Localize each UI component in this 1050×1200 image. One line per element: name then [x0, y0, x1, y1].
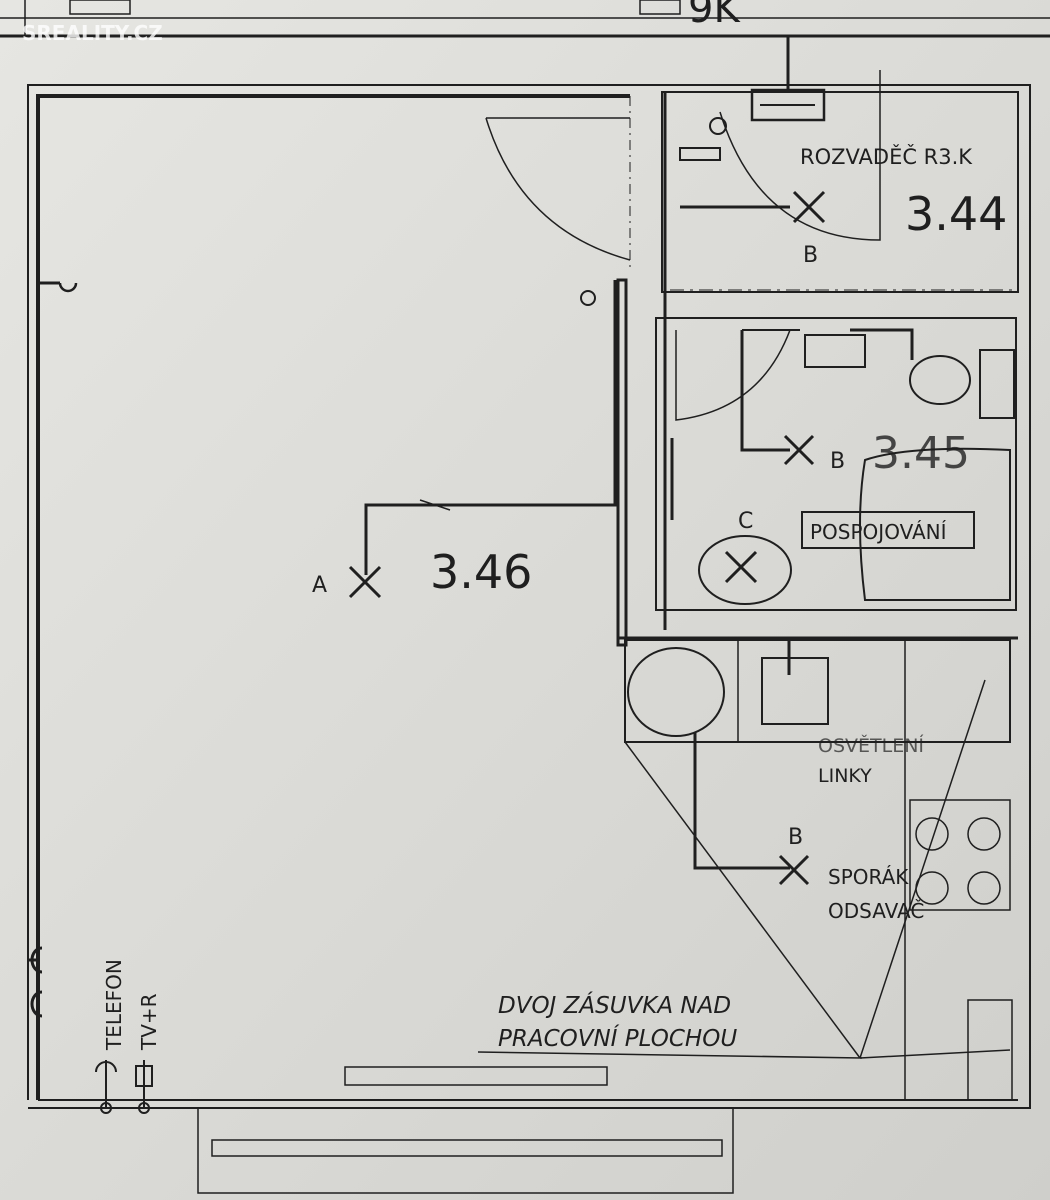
- room-3-45-number: 3.45: [872, 428, 970, 479]
- room-3-45: [616, 278, 1018, 647]
- room-3-44-number: 3.44: [905, 187, 1007, 241]
- tv-label: TV+R: [137, 993, 161, 1051]
- phone-label: TELEFON: [102, 959, 126, 1051]
- room-3-46-wiring: [38, 280, 617, 575]
- toilet: [909, 355, 971, 405]
- room-light-icon: [348, 565, 382, 599]
- bell-icon: [679, 147, 721, 161]
- cooktop: [909, 799, 1011, 911]
- kitchen-light-icon: [778, 854, 810, 886]
- room-3-44: [661, 36, 1019, 630]
- kitchen-lighting-label-1: OSVĚTLENÍ: [818, 734, 924, 757]
- tv-socket-icon: [135, 1060, 153, 1114]
- watermark: SREALITY.CZ: [22, 21, 163, 45]
- header-fragment: 9K: [688, 0, 741, 32]
- mirror-light-icon: [724, 550, 758, 584]
- bonding-label: POSPOJOVÁNÍ: [810, 520, 947, 544]
- bathroom-light-icon: [783, 434, 815, 466]
- kitchen-light-code: B: [788, 825, 803, 850]
- bonding-box: [801, 511, 975, 549]
- handwritten-note-leader: [477, 1051, 863, 1059]
- room-3-46-number: 3.46: [430, 545, 532, 599]
- hall-switch-icon: [580, 290, 596, 306]
- handwritten-note-line-1: DVOJ ZÁSUVKA NAD: [498, 991, 731, 1019]
- top-strip: [0, 0, 1050, 38]
- room-3-44-label: ROZVADĚČ R3.K: [800, 144, 973, 169]
- ceiling-light-icon: [792, 190, 826, 224]
- fridge-circle: [627, 647, 725, 737]
- entry-door-swing: [485, 117, 631, 261]
- shower-tray: [859, 447, 1011, 601]
- room-3-44-door-swing: [719, 70, 881, 241]
- apartment-walls: [27, 84, 1031, 1194]
- hood-label: ODSAVAČ: [828, 899, 924, 923]
- room-3-45-light-code-c: C: [738, 509, 753, 534]
- phone-socket-icon: [95, 1060, 117, 1114]
- washing-machine-outlet: [804, 334, 866, 368]
- switch-icon: [709, 117, 727, 135]
- toilet-tank: [979, 349, 1015, 419]
- kitchen-sink: [761, 657, 829, 725]
- room-3-46-light-code: A: [312, 573, 327, 598]
- stove-label: SPORÁK: [828, 865, 909, 889]
- kitchen: [624, 639, 1013, 1101]
- kitchen-lighting-label-2: LINKY: [818, 765, 872, 787]
- room-3-45-light-code: B: [830, 449, 845, 474]
- double-outlet-icon: [28, 946, 43, 1018]
- room-3-44-light-code: B: [803, 243, 818, 268]
- handwritten-note-line-2: PRACOVNÍ PLOCHOU: [498, 1024, 737, 1052]
- washbasin: [698, 535, 792, 605]
